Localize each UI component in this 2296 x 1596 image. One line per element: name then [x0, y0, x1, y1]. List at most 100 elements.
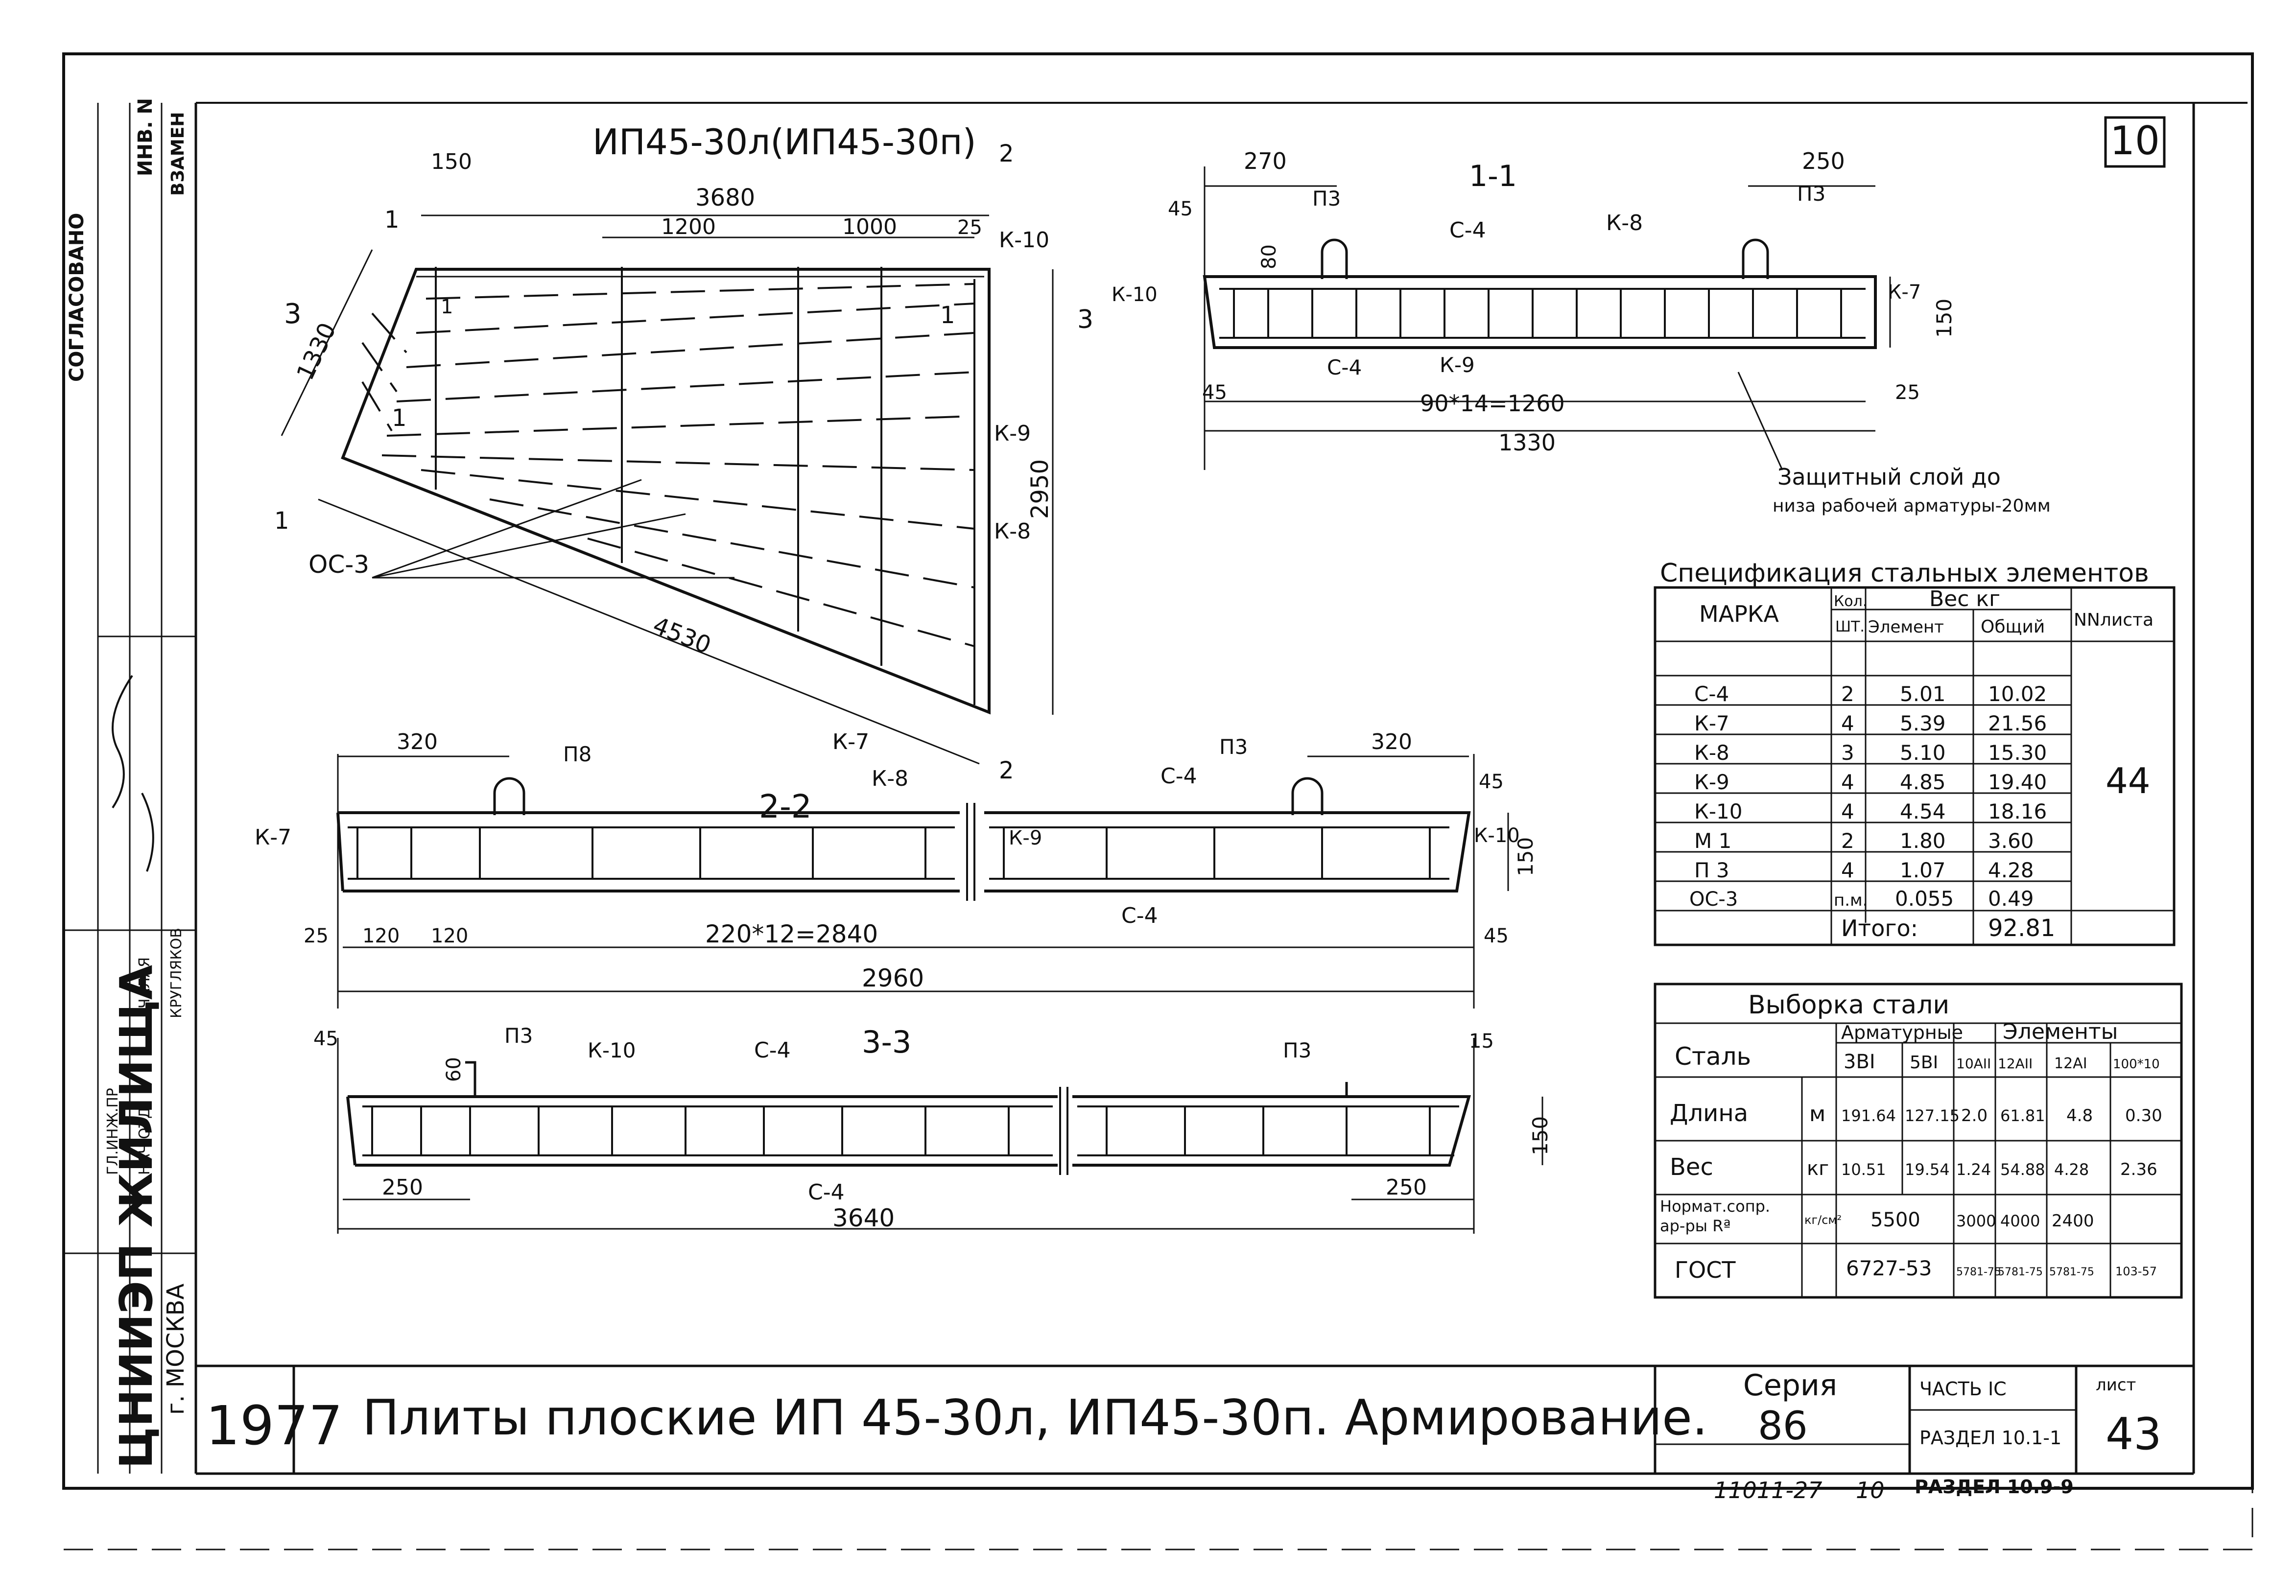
steel-ves-label: Вес — [1670, 1153, 1713, 1181]
cut-2b: 2 — [999, 757, 1014, 784]
sec22-dim-120a: 120 — [362, 925, 400, 947]
steel-norm-v1: 5500 — [1870, 1209, 1920, 1231]
sheet-label: лист — [2096, 1375, 2136, 1395]
sheet-number-box: 10 — [2104, 116, 2166, 168]
spec-h-ves: Вес кг — [1929, 587, 2000, 611]
spec-r6-tot: 4.28 — [1988, 858, 2034, 882]
label-K10: К-10 — [999, 228, 1049, 253]
steel-gost-label: ГОСТ — [1675, 1257, 1736, 1283]
spec-h-marka: МАРКА — [1699, 601, 1779, 627]
stamp-role2: НАЧ.ОТД — [136, 1107, 153, 1175]
steel-ves-5: 2.36 — [2120, 1160, 2157, 1179]
spec-r2-tot: 15.30 — [1988, 741, 2047, 765]
stamp-inv: ИНВ. N — [134, 98, 157, 176]
label-OC3: ОС-3 — [308, 550, 369, 579]
steel-col-1: 5ВI — [1910, 1053, 1938, 1073]
spec-r6-kol: 4 — [1841, 858, 1854, 882]
sec11-dim-45a: 45 — [1168, 198, 1193, 220]
stamp-org: ЦНИИЭП ЖИЛИЩА — [110, 965, 163, 1469]
steel-ves-unit: кг — [1807, 1157, 1829, 1180]
cut-1-mark-c: 1 — [441, 296, 453, 318]
cut-1-mark-b: 1 — [940, 302, 955, 329]
spec-h-nn: NNлиста — [2074, 610, 2154, 630]
steel-dlina-3: 61.81 — [2000, 1106, 2045, 1125]
below-num: 10 — [1856, 1477, 1885, 1503]
spec-r7-kol: п.м. — [1834, 891, 1868, 910]
sec22-outline-left — [336, 811, 960, 892]
spec-r1-marka: К-7 — [1694, 711, 1729, 735]
steel-col-0: 3ВI — [1844, 1051, 1875, 1073]
sec22-dim-2840: 220*12=2840 — [705, 920, 878, 948]
steel-col-4: 12АI — [2054, 1055, 2087, 1072]
steel-dlina-5: 0.30 — [2125, 1106, 2162, 1126]
spec-r0-el: 5.01 — [1900, 682, 1946, 706]
slab-outline — [341, 268, 991, 715]
sec11-outline — [1203, 275, 1877, 349]
spec-r3-el: 4.85 — [1900, 770, 1946, 794]
sec22-K8: К-8 — [872, 766, 908, 791]
sec11-stirrups — [1233, 289, 1842, 338]
steel-table: Выборка стали Сталь Арматурные Элементы … — [1654, 983, 2183, 1299]
spec-r2-kol: 3 — [1841, 741, 1854, 765]
sec22-P3: П3 — [1219, 735, 1248, 759]
spec-r0-kol: 2 — [1841, 682, 1854, 706]
stamp-zamen: ВЗАМЕН — [168, 112, 188, 196]
cut-1b: 1 — [274, 507, 289, 535]
steel-ves-1: 19.54 — [1905, 1160, 1950, 1179]
sheet-number: 43 — [2106, 1408, 2162, 1460]
drawing-title: Плиты плоские ИП 45-30л, ИП45-30п. Армир… — [362, 1389, 1708, 1446]
sec11-K9: К-9 — [1440, 353, 1475, 377]
steel-ves-2: 1.24 — [1956, 1160, 1991, 1179]
sec33-C4b: С-4 — [808, 1180, 845, 1205]
dim-150: 150 — [431, 149, 472, 174]
label-K8: К-8 — [994, 519, 1031, 544]
spec-r7-marka: ОС-3 — [1689, 888, 1738, 911]
part-label: ЧАСТЬ IС — [1919, 1378, 2007, 1400]
spec-h-kol: Кол. — [1834, 593, 1867, 610]
title-block: 1977 Плиты плоские ИП 45-30л, ИП45-30п. … — [206, 1366, 2162, 1503]
sec33-dim-250b: 250 — [1386, 1175, 1427, 1200]
cut-1-mark-a: 1 — [392, 404, 407, 432]
sec11-dim-250: 250 — [1802, 148, 1845, 174]
sec22-K7a: К-7 — [832, 729, 869, 754]
sec11-dim-270: 270 — [1244, 148, 1287, 174]
plan-view: ИП45-30л(ИП45-30п) 150 3680 — [274, 121, 1054, 784]
steel-norm-v4: 2400 — [2052, 1211, 2094, 1231]
sec33-dim-3640: 3640 — [832, 1204, 895, 1232]
section-3-3: 3-3 45 60 15 250 250 3640 150 П3 К-10 С-… — [313, 1024, 1552, 1234]
spec-r4-tot: 18.16 — [1988, 799, 2047, 823]
steel-stal: Сталь — [1675, 1042, 1751, 1071]
sec11-C4b: С-4 — [1327, 355, 1362, 379]
sec22-dim-120b: 120 — [431, 925, 468, 947]
cut-1a: 1 — [384, 206, 400, 234]
spec-r0-marka: С-4 — [1694, 682, 1729, 706]
sec11-dim-150: 150 — [1932, 299, 1956, 338]
spec-r6-marka: П 3 — [1694, 858, 1729, 882]
sec33-dim-15: 15 — [1469, 1030, 1494, 1053]
steel-dlina-4: 4.8 — [2066, 1106, 2093, 1126]
sheet-number-top: 10 — [2110, 118, 2160, 164]
sec22-C4b: С-4 — [1121, 903, 1158, 928]
spec-title: Спецификация стальных элементов — [1660, 559, 2149, 588]
spec-h-sht: ШТ. — [1835, 618, 1865, 635]
sec11-K7: К-7 — [1888, 281, 1921, 304]
steel-col-2: 10АII — [1956, 1056, 1991, 1072]
sec33-title: 3-3 — [862, 1024, 911, 1060]
steel-col-5: 100*10 — [2113, 1057, 2160, 1072]
sec33-K10: К-10 — [588, 1038, 636, 1062]
sec22-dim-2960: 2960 — [862, 964, 924, 992]
steel-norm-label2: ар-ры Rª — [1660, 1217, 1731, 1235]
sec11-cut3: 3 — [1077, 305, 1093, 334]
dim-3680: 3680 — [695, 184, 755, 211]
sec11-dim-25: 25 — [1895, 381, 1920, 404]
steel-dlina-0: 191.64 — [1841, 1106, 1896, 1125]
sec22-K9: К-9 — [1009, 827, 1042, 849]
steel-arm: Арматурные — [1841, 1022, 1963, 1043]
spec-r0-tot: 10.02 — [1988, 682, 2047, 706]
series-label: Серия — [1743, 1368, 1837, 1403]
sec22-title: 2-2 — [759, 788, 812, 825]
sec11-dim-80: 80 — [1258, 244, 1280, 269]
label-K9: К-9 — [994, 421, 1031, 446]
dim-1000: 1000 — [842, 214, 897, 239]
